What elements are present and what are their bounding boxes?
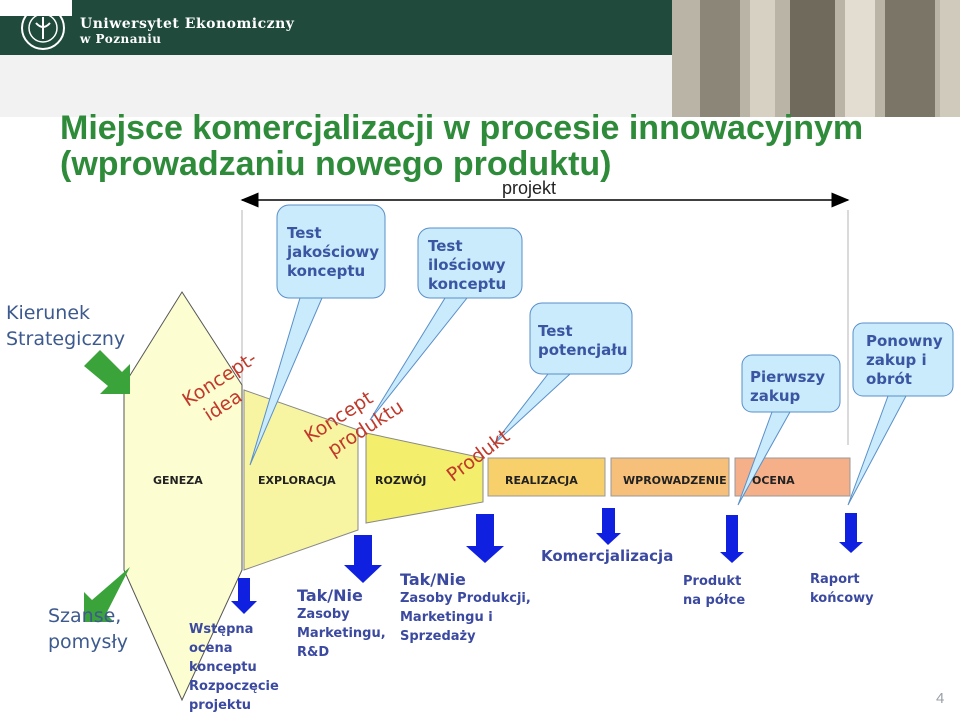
gate2-text: Tak/Nie Zasoby Produkcji, Marketingu i S… xyxy=(400,570,565,646)
green-arrow-strategic xyxy=(84,350,130,394)
strategic-direction-label: Kierunek Strategiczny xyxy=(6,300,131,352)
stage-exploracja: EXPLORACJA xyxy=(258,474,336,487)
repeat-purchase-text: Ponowny zakup i obrót xyxy=(866,332,956,389)
gate1-body: Zasoby Marketingu, R&D xyxy=(297,605,397,662)
gate2-body: Zasoby Produkcji, Marketingu i Sprzedaży xyxy=(400,589,565,646)
page-number: 4 xyxy=(936,690,944,707)
gate2-head: Tak/Nie xyxy=(400,570,565,589)
initial-assessment-text: Wstępna ocena konceptu Rozpoczęcie proje… xyxy=(189,620,297,715)
opportunities-label: Szanse, pomysły xyxy=(48,603,138,655)
stage-geneza: GENEZA xyxy=(153,474,203,487)
projekt-label: projekt xyxy=(502,178,556,199)
on-shelf-text: Produkt na półce xyxy=(683,572,755,610)
blue-arrow-gate2 xyxy=(466,514,504,563)
callout-tail-repeat xyxy=(848,396,906,505)
gate1-text: Tak/Nie Zasoby Marketingu, R&D xyxy=(297,586,397,662)
final-report-text: Raport końcowy xyxy=(810,570,880,608)
blue-arrow-shelf xyxy=(720,515,744,563)
stage-realizacja: REALIZACJA xyxy=(505,474,578,487)
stage-ocena: OCENA xyxy=(752,474,795,487)
gate1-head: Tak/Nie xyxy=(297,586,397,605)
potential-test-text: Test potencjału xyxy=(538,322,632,360)
blue-arrow-gate1 xyxy=(344,535,382,583)
first-purchase-text: Pierwszy zakup xyxy=(750,368,840,406)
stage-wprowadzenie: WPROWADZENIE xyxy=(623,474,727,487)
quality-test-text: Test jakościowy konceptu xyxy=(287,224,387,281)
blue-arrow-report xyxy=(839,513,863,553)
commercialization-text: Komercjalizacja xyxy=(541,547,673,566)
quantity-test-text: Test ilościowy konceptu xyxy=(428,237,522,294)
blue-arrow-commercialization xyxy=(596,508,621,545)
stage-rozwoj: ROZWÓJ xyxy=(375,474,426,487)
